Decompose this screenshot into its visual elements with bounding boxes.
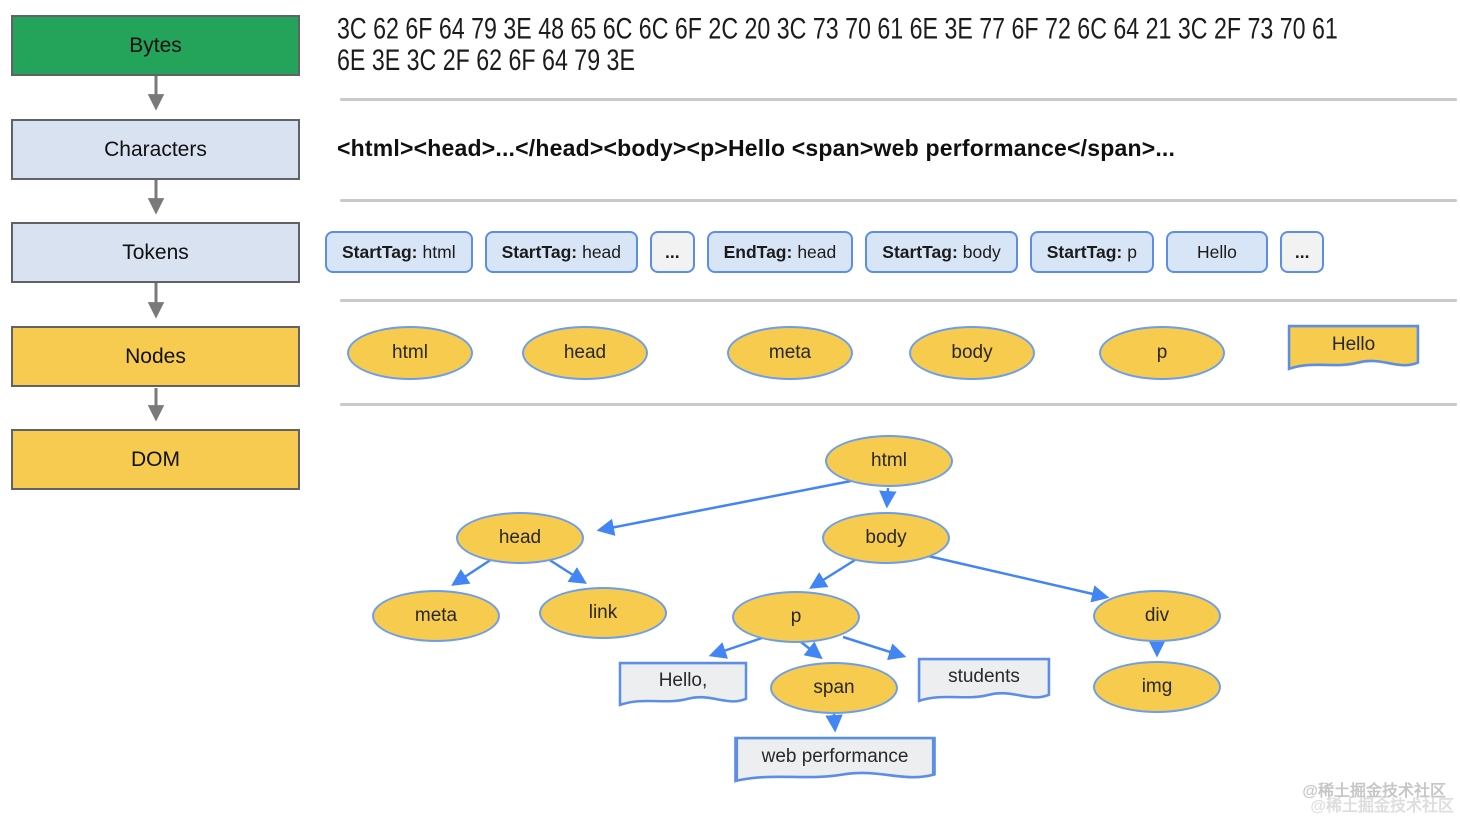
- dom-node-span: span: [770, 662, 898, 714]
- token-ellipsis: ...: [1279, 231, 1325, 273]
- document-shape: [618, 661, 748, 707]
- node-text-hello: Hello: [1287, 324, 1420, 374]
- edge-html-body: [879, 487, 897, 509]
- bytes-hex-text: 3C 62 6F 64 79 3E 48 65 6C 6C 6F 2C 20 3…: [337, 12, 1338, 78]
- edge-p-span: [800, 641, 823, 660]
- stage-box-characters: Characters: [11, 119, 300, 180]
- stage-box-nodes: Nodes: [11, 326, 300, 387]
- divider-line: [340, 98, 1457, 101]
- dom-node-head: head: [456, 512, 584, 564]
- token-type-label: StartTag:: [1046, 241, 1123, 262]
- node-text-label: Hello: [1331, 333, 1376, 355]
- text-node-label: web performance: [761, 745, 909, 767]
- document-shape: [734, 736, 936, 783]
- token-starttag-html: StartTag:html: [325, 231, 473, 273]
- token-value: Hello: [1196, 241, 1237, 262]
- node-ellipse-html: html: [347, 326, 473, 380]
- edge-head-meta: [451, 557, 493, 586]
- tokens-row: StartTag:html StartTag:head ... EndTag:h…: [325, 231, 1325, 273]
- dom-node-link: link: [539, 587, 667, 639]
- bytes-hex-line-1: 3C 62 6F 64 79 3E 48 65 6C 6C 6F 2C 20 3…: [337, 12, 1338, 46]
- token-starttag-body: StartTag:body: [865, 231, 1018, 273]
- token-value: p: [1127, 241, 1137, 262]
- edge-p-students: [842, 635, 907, 661]
- token-value: html: [422, 241, 456, 262]
- dom-text-node-web-performance: web performance: [733, 736, 937, 786]
- document-shape: [1287, 324, 1420, 371]
- token-ellipsis: ...: [650, 231, 695, 273]
- dom-node-div: div: [1093, 590, 1221, 642]
- token-starttag-head: StartTag:head: [484, 231, 639, 273]
- watermark-line-2: @稀土掘金技术社区: [1310, 798, 1454, 815]
- node-ellipse-p: p: [1099, 326, 1225, 380]
- token-type-label: StartTag:: [501, 241, 578, 262]
- node-ellipse-body: body: [909, 326, 1035, 380]
- edge-body-div: [927, 554, 1110, 603]
- dom-node-meta: meta: [372, 590, 500, 642]
- token-value: ...: [665, 241, 680, 262]
- edge-span-webperformance: [825, 713, 843, 733]
- text-node-label: Hello,: [658, 670, 708, 692]
- dom-text-node-hello: Hello,: [618, 661, 748, 710]
- stage-box-bytes: Bytes: [11, 15, 300, 76]
- stage-box-dom: DOM: [11, 429, 300, 490]
- stage-box-tokens: Tokens: [11, 222, 300, 283]
- characters-markup-text: <html><head>...</head><body><p>Hello <sp…: [337, 135, 1176, 161]
- node-ellipse-head: head: [522, 326, 648, 380]
- bytes-hex-line-2: 6E 3E 3C 2F 62 6F 64 79 3E: [337, 44, 635, 78]
- token-text-hello: Hello: [1165, 231, 1268, 273]
- divider-line: [340, 299, 1457, 302]
- text-node-label: students: [948, 666, 1020, 688]
- token-value: head: [797, 241, 837, 262]
- document-shape: [917, 657, 1051, 703]
- watermark-line-1: @稀土掘金技术社区: [1302, 783, 1446, 800]
- node-ellipse-meta: meta: [727, 326, 853, 380]
- dom-text-node-students: students: [917, 657, 1051, 706]
- token-value: ...: [1294, 241, 1310, 262]
- token-starttag-p: StartTag:p: [1029, 231, 1154, 273]
- token-endtag-head: EndTag:head: [706, 231, 854, 273]
- dom-node-p: p: [732, 591, 860, 643]
- edge-html-head: [596, 479, 852, 536]
- edge-body-p: [809, 558, 856, 589]
- divider-line: [340, 199, 1457, 202]
- divider-line: [340, 403, 1457, 406]
- token-value: body: [962, 241, 1001, 262]
- token-value: head: [582, 241, 622, 262]
- edge-p-hello: [708, 636, 763, 659]
- token-type-label: StartTag:: [342, 241, 418, 262]
- edge-head-link: [547, 557, 587, 584]
- dom-node-img: img: [1093, 661, 1221, 713]
- dom-node-html: html: [825, 435, 953, 487]
- token-type-label: EndTag:: [723, 241, 793, 262]
- token-type-label: StartTag:: [882, 241, 958, 262]
- dom-node-body: body: [822, 512, 950, 564]
